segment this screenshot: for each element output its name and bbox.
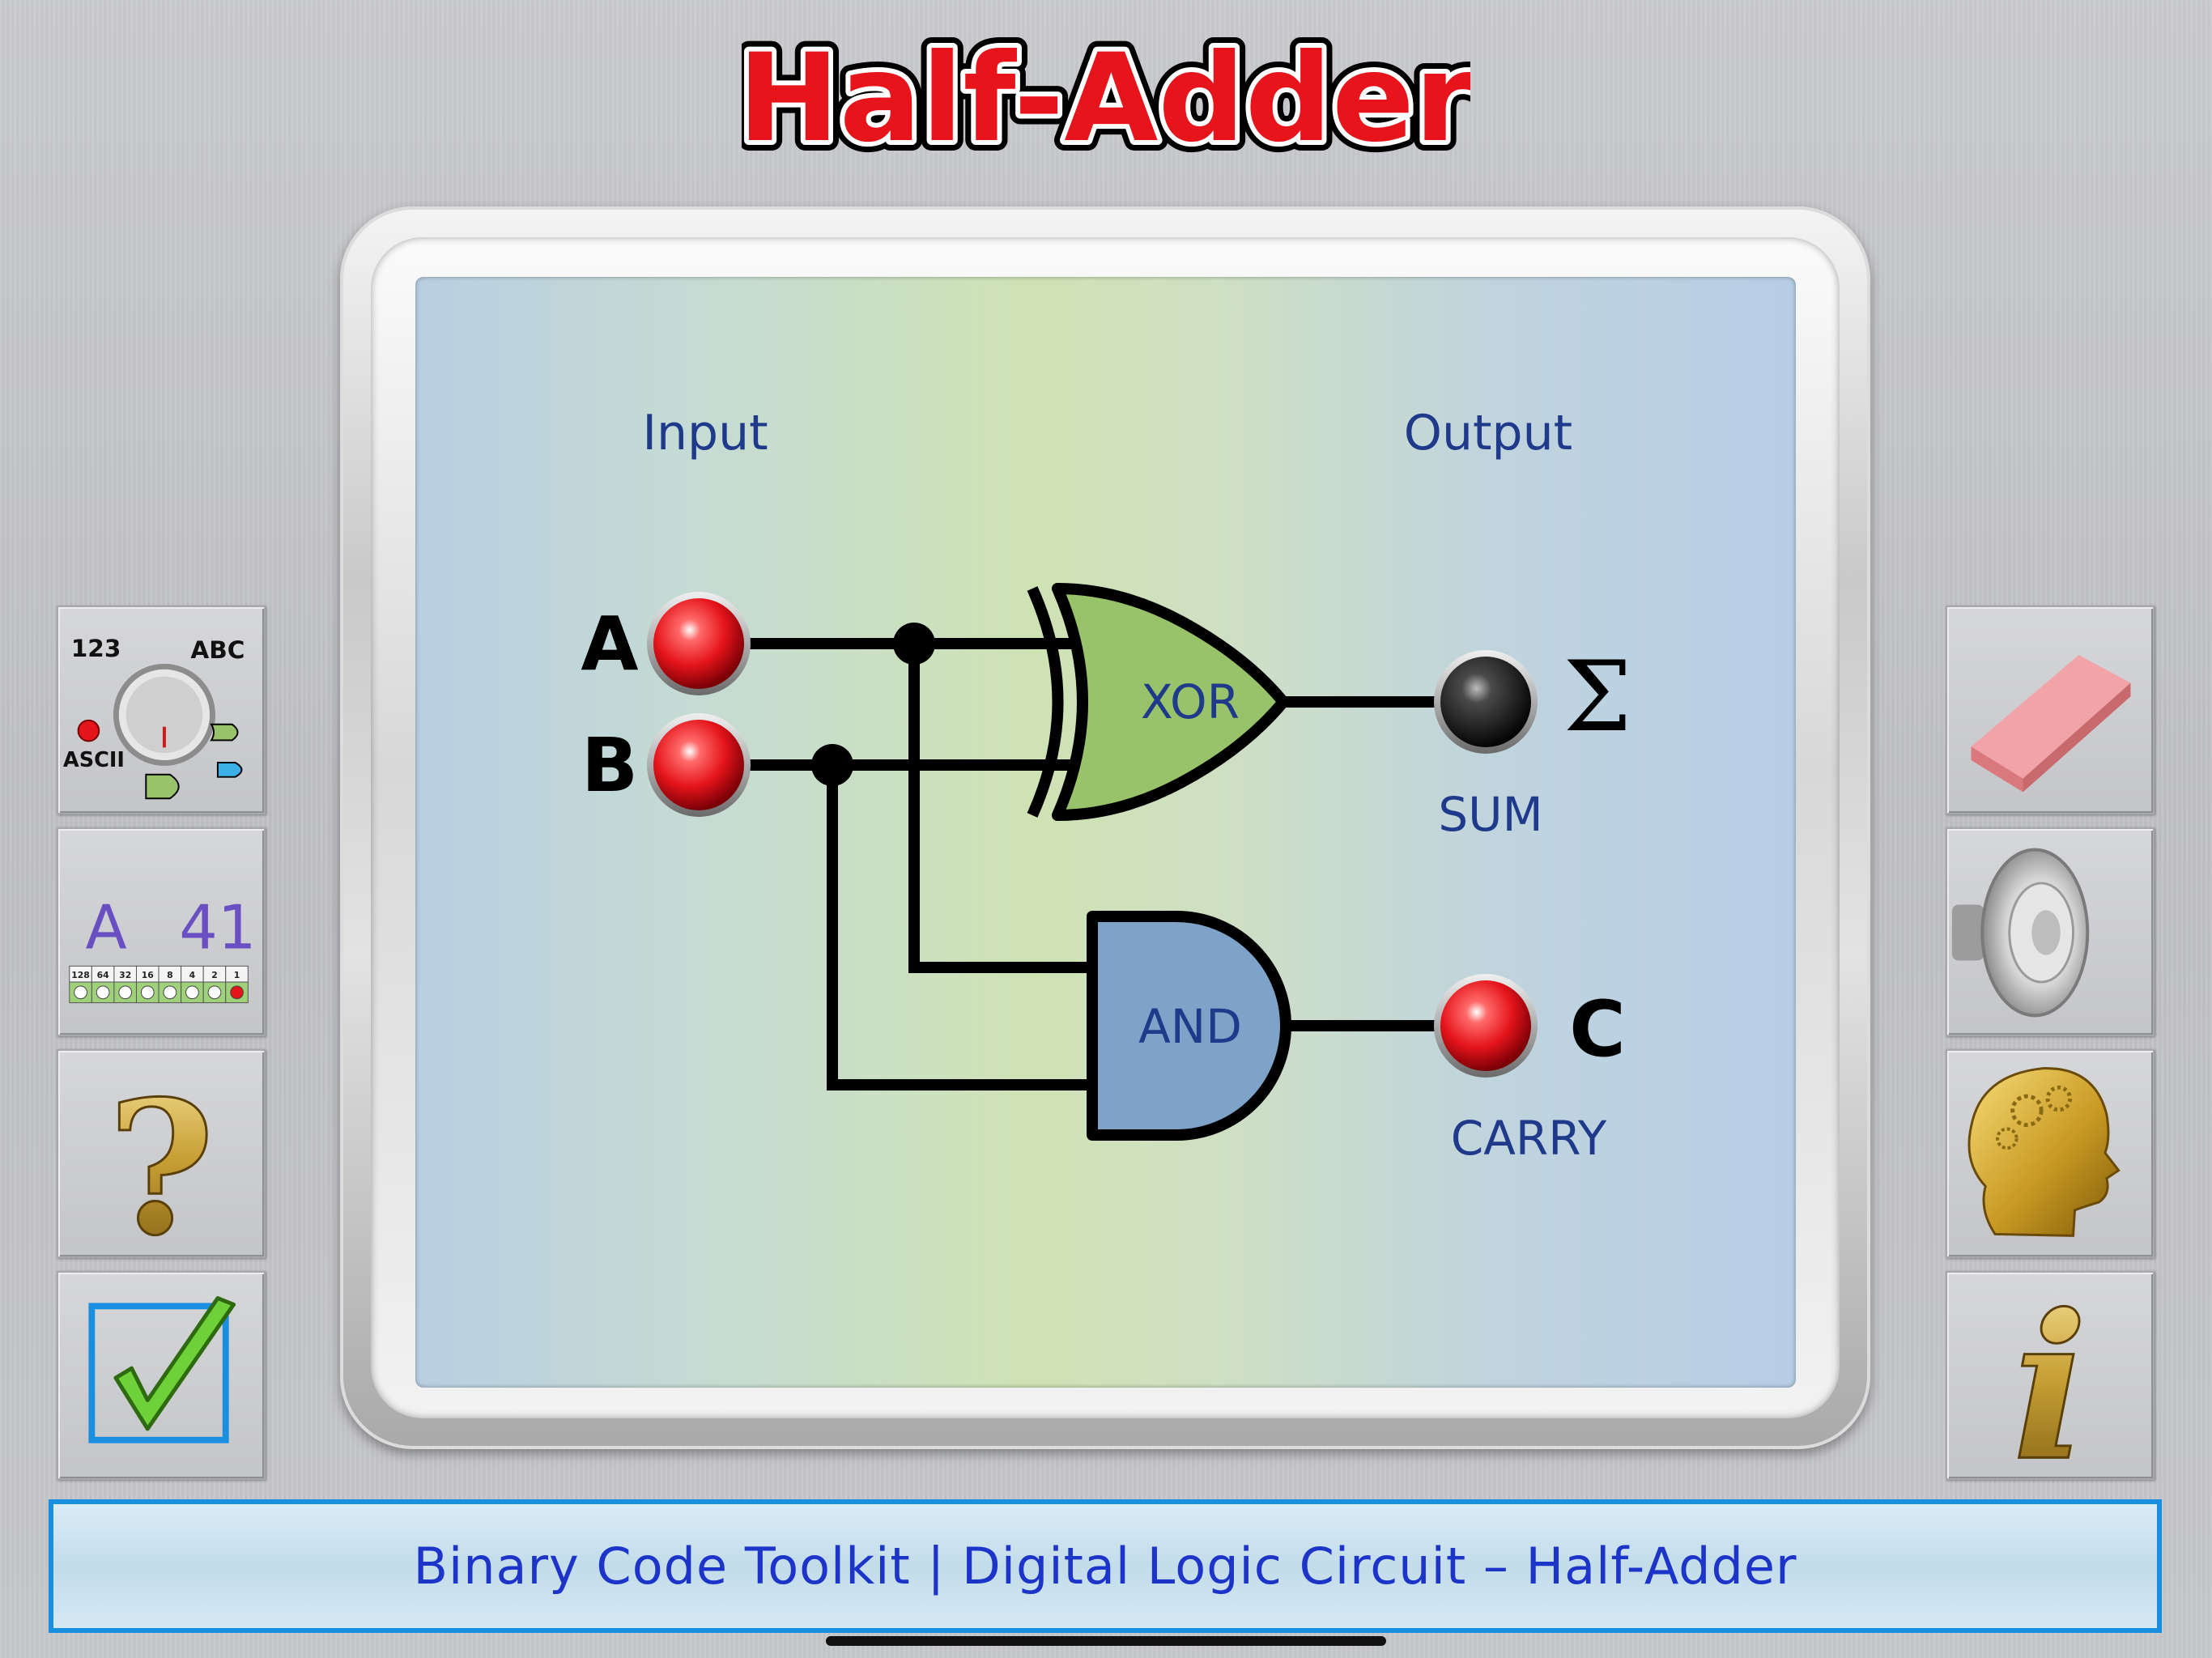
converter-left-value: 123	[71, 635, 121, 662]
brain-button[interactable]	[1946, 1049, 2155, 1258]
screen-bezel: Input Output XOR AND	[340, 206, 1870, 1449]
eraser-button[interactable]	[1946, 606, 2155, 814]
dial-knob-icon	[113, 663, 215, 766]
bit-led	[185, 985, 199, 1000]
bit-led	[118, 985, 133, 1000]
carry-output-led	[1434, 974, 1538, 1078]
mini-gate-icon	[145, 773, 180, 800]
sum-output-led	[1434, 650, 1538, 754]
mini-gate-icon	[216, 761, 243, 778]
bit-led	[230, 985, 244, 1000]
bit-led	[96, 985, 110, 1000]
speaker-icon	[1951, 848, 2090, 1018]
bit-led	[140, 985, 155, 1000]
converter-button[interactable]: 123 ABC ASCII	[57, 606, 266, 814]
check-button[interactable]	[57, 1271, 266, 1480]
bit-header-label: 1	[234, 970, 240, 980]
bit-led	[74, 985, 87, 1000]
bit-header-label: 2	[211, 970, 218, 980]
carry-symbol: C	[1569, 985, 1626, 1074]
input-a-toggle[interactable]	[647, 592, 751, 695]
bit-header-label: 32	[119, 970, 131, 980]
junction-dot-a	[893, 623, 935, 665]
app-title-outline: Half-Adder	[742, 31, 1470, 169]
bit-header-label: 64	[97, 970, 110, 980]
page-title: Half-Adder	[742, 31, 1470, 169]
bit-header-label: 8	[167, 970, 173, 980]
ascii-char: A	[85, 893, 126, 963]
xor-label: XOR	[1141, 674, 1240, 729]
half-adder-circuit: Input Output XOR AND	[581, 405, 1632, 1166]
converter-mode-label: ASCII	[63, 748, 125, 772]
input-a-label: A	[581, 601, 638, 687]
sum-symbol: Σ	[1563, 641, 1632, 754]
bit-grid: 128 64 32 16 8 4 2 1	[69, 965, 249, 1004]
bit-cell	[225, 981, 249, 1004]
carry-label: CARRY	[1451, 1111, 1607, 1166]
converter-right-value: ABC	[190, 636, 245, 664]
input-heading: Input	[642, 405, 768, 461]
ascii-indicator-led	[77, 719, 100, 742]
input-b-label: B	[581, 722, 638, 809]
bit-led	[163, 985, 177, 1000]
bit-header-label: 128	[71, 970, 90, 980]
input-b-toggle[interactable]	[647, 713, 751, 817]
output-heading: Output	[1404, 405, 1572, 461]
sum-label: SUM	[1438, 787, 1542, 842]
info-button[interactable]: i	[1946, 1271, 2155, 1480]
bit-header-label: 16	[142, 970, 154, 980]
check-box-frame	[88, 1303, 229, 1443]
ascii-table-button[interactable]: A 41 128 64 32 16 8 4 2 1	[57, 827, 266, 1036]
circuit-display: Input Output XOR AND	[415, 277, 1796, 1388]
sound-button[interactable]	[1946, 827, 2155, 1036]
help-button[interactable]: ?	[57, 1049, 266, 1258]
junction-dot-b	[811, 744, 853, 786]
home-indicator[interactable]	[826, 1636, 1386, 1646]
bit-led	[207, 985, 222, 1000]
app-title-white: Half-Adder	[742, 31, 1470, 169]
app-title-banner: Half-Adder Half-Adder Half-Adder	[0, 31, 2212, 193]
mini-gate-icon	[210, 723, 239, 742]
info-icon: i	[2012, 1273, 2088, 1478]
eraser-icon	[1971, 655, 2131, 793]
footer-caption-bar: Binary Code Toolkit | Digital Logic Circ…	[49, 1499, 2162, 1633]
question-mark-icon: ?	[108, 1061, 215, 1256]
bit-cell	[158, 981, 182, 1004]
ascii-code: 41	[179, 893, 256, 963]
and-label: AND	[1138, 999, 1242, 1054]
and-gate: AND	[1087, 911, 1291, 1141]
xor-gate: XOR	[1027, 583, 1289, 821]
app-title-logo: Half-Adder Half-Adder Half-Adder	[742, 31, 1470, 180]
head-gears-icon	[1967, 1067, 2121, 1237]
bit-header-label: 4	[189, 970, 196, 980]
footer-caption: Binary Code Toolkit | Digital Logic Circ…	[413, 1537, 1797, 1596]
checkmark-icon	[113, 1296, 236, 1431]
